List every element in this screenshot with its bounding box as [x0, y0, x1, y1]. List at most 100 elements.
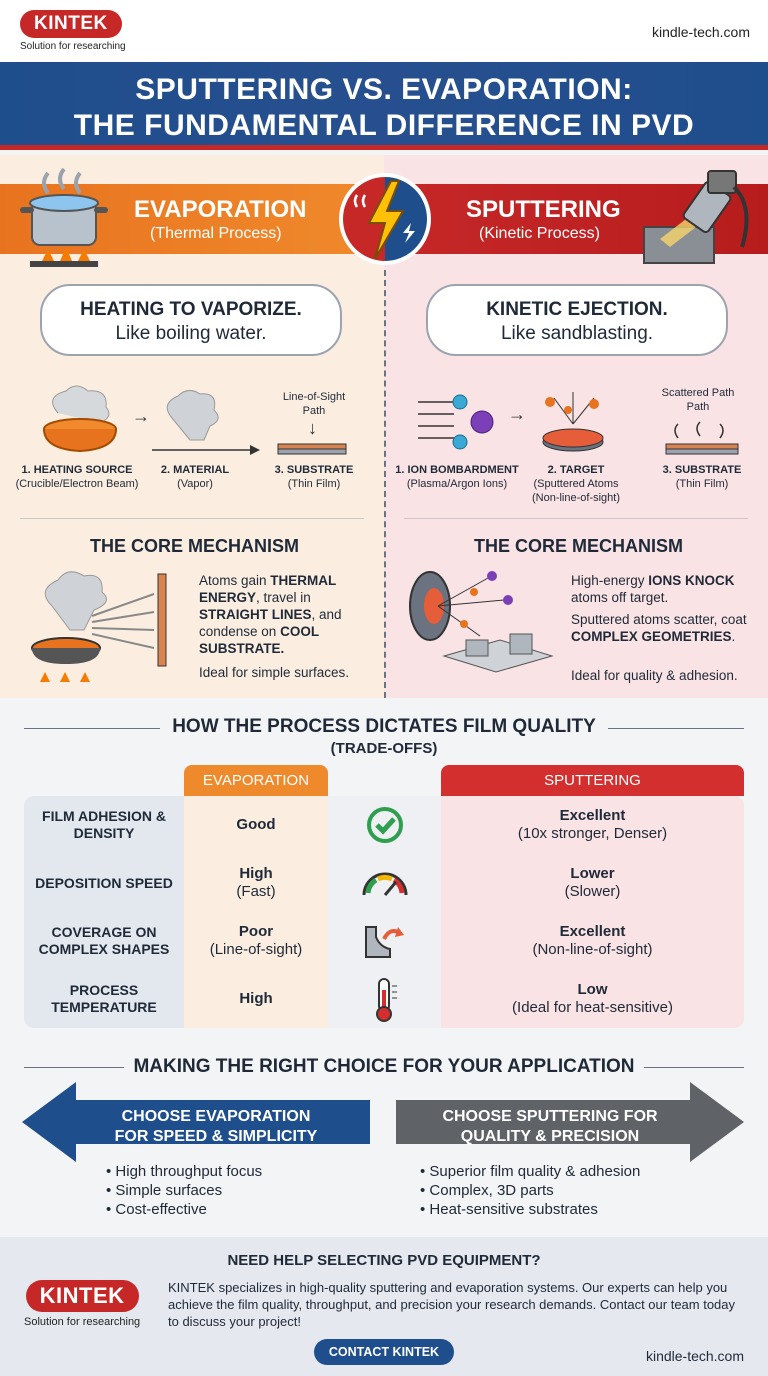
sput-step-3: 3. SUBSTRATE (Thin Film) — [654, 463, 750, 491]
sput-cell: Lower(Slower) — [441, 854, 744, 912]
sput-step-2-desc: (Sputtered Atoms (Non-line-of-sight) — [531, 478, 621, 504]
scattered-substrate-icon — [665, 421, 739, 455]
list-item: Heat-sensitive substrates — [420, 1200, 640, 1219]
choice-rule-right — [644, 1067, 744, 1068]
evaporation-bubble-heading: HEATING TO VAPORIZE. — [80, 299, 302, 320]
sput-section-separator — [404, 518, 748, 519]
evap-mechanism-title: THE CORE MECHANISM — [90, 536, 300, 556]
sandblaster-icon — [643, 170, 749, 264]
table-row: PROCESS TEMPERATURE High Low(Ideal for h… — [24, 970, 744, 1028]
footer-site-link[interactable]: kindle-tech.com — [645, 1348, 744, 1364]
evap-value: Poor — [238, 923, 274, 940]
complex-shape-icon — [328, 912, 441, 970]
sputtering-bubble-text: Like sandblasting. — [500, 323, 654, 344]
sput-step-3-desc: (Thin Film) — [675, 478, 729, 490]
contact-kintek-button[interactable]: CONTACT KINTEK — [314, 1339, 454, 1365]
step-arrow-icon: → — [132, 406, 150, 426]
sput-mechanism-note: Ideal for quality & adhesion. — [571, 668, 738, 683]
sput-step-1: 1. ION BOMBARDMENT (Plasma/Argon Ions) — [390, 463, 524, 491]
quality-rule-right — [608, 728, 744, 729]
title-line-1: SPUTTERING VS. EVAPORATION: — [135, 73, 633, 106]
sput-step-3-title: 3. SUBSTRATE — [662, 464, 742, 476]
footer-description: KINTEK specializes in high-quality sputt… — [168, 1280, 736, 1329]
list-item: High throughput focus — [106, 1162, 262, 1181]
top-bar: KINTEK Solution for researching kindle-t… — [0, 0, 768, 62]
row-label: DEPOSITION SPEED — [24, 854, 184, 912]
logo-text: KINTEK — [20, 10, 122, 38]
evap-step-2-desc: (Vapor) — [177, 478, 213, 490]
sput-mech-part-1: High-energy — [571, 573, 649, 588]
quality-subtitle: (TRADE-OFFS) — [330, 740, 438, 757]
heating-source-icon — [43, 385, 117, 453]
sput-sub: (Non-line-of-sight) — [532, 941, 653, 958]
vs-badge — [339, 173, 431, 265]
evap-choice-line-2: FOR SPEED & SIMPLICITY — [114, 1128, 318, 1145]
page-title: SPUTTERING VS. EVAPORATION: THE FUNDAMEN… — [0, 72, 768, 144]
row-label: PROCESS TEMPERATURE — [24, 970, 184, 1028]
step-arrow-icon-2: → — [508, 404, 526, 424]
sput-sub: (10x stronger, Denser) — [517, 825, 668, 842]
boiling-pot-icon — [20, 167, 108, 267]
panel-divider — [384, 270, 386, 698]
choice-title: MAKING THE RIGHT CHOICE FOR YOUR APPLICA… — [133, 1056, 635, 1077]
footer-logo-tagline: Solution for researching — [24, 1316, 141, 1328]
evap-mech-bold-1: THERMAL ENERGY — [199, 573, 337, 605]
table-row: FILM ADHESION & DENSITY Good Excellent(1… — [24, 796, 744, 854]
evap-value: High — [239, 865, 273, 882]
sputtering-bubble-heading: KINETIC EJECTION. — [486, 299, 668, 320]
sput-mechanism-icon — [409, 571, 554, 673]
thermometer-icon — [328, 970, 441, 1028]
sput-choice-line-2: QUALITY & PRECISION — [460, 1128, 640, 1145]
sput-step-2: 2. TARGET (Sputtered Atoms (Non-line-of-… — [526, 463, 626, 505]
evap-step-1-desc: (Crucible/Electron Beam) — [15, 478, 139, 490]
list-item: Superior film quality & adhesion — [420, 1162, 640, 1181]
choice-rule-left — [24, 1067, 124, 1068]
table-row: COVERAGE ON COMPLEX SHAPES Poor(Line-of-… — [24, 912, 744, 970]
quality-rule-left — [24, 728, 160, 729]
evaporation-benefits: High throughput focus Simple surfaces Co… — [106, 1162, 262, 1219]
site-link[interactable]: kindle-tech.com — [651, 24, 750, 40]
evap-section-separator — [20, 518, 364, 519]
evaporation-title: EVAPORATION — [134, 196, 307, 223]
evap-step-2: 2. MATERIAL (Vapor) — [140, 463, 250, 491]
row-label: FILM ADHESION & DENSITY — [24, 796, 184, 854]
brand-logo[interactable]: KINTEK Solution for researching — [20, 10, 126, 52]
sput-sub: (Ideal for heat-sensitive) — [512, 999, 673, 1016]
vapor-cloud-icon — [166, 390, 219, 441]
target-disc-icon — [542, 392, 604, 452]
lightning-icon — [353, 180, 415, 260]
evap-value: High — [239, 990, 273, 1007]
substrate-plate-icon — [277, 443, 347, 455]
down-arrow-icon: ↓ — [308, 418, 317, 438]
sputtering-choice-title: CHOOSE SPUTTERING FOR QUALITY & PRECISIO… — [420, 1107, 680, 1147]
comparison-table: FILM ADHESION & DENSITY Good Excellent(1… — [24, 796, 744, 1028]
sput-value: Low — [577, 981, 608, 998]
title-line-2: THE FUNDAMENTAL DIFFERENCE IN PVD — [73, 109, 695, 142]
evap-mechanism-text: Atoms gain THERMAL ENERGY, travel in STR… — [199, 572, 377, 657]
evap-step-3: 3. SUBSTRATE (Thin Film) — [266, 463, 362, 491]
evap-mech-part-3: , and condense on — [199, 607, 342, 639]
sput-sub: (Slower) — [564, 883, 621, 900]
sput-mechanism-text-2: Sputtered atoms scatter, coat COMPLEX GE… — [571, 611, 755, 645]
list-item: Simple surfaces — [106, 1181, 262, 1200]
sputtering-column-header: SPUTTERING — [441, 765, 744, 796]
evap-choice-line-1: CHOOSE EVAPORATION — [121, 1108, 311, 1125]
scattered-path-label: Scattered Path Path — [661, 387, 735, 413]
row-label: COVERAGE ON COMPLEX SHAPES — [24, 912, 184, 970]
quality-title: HOW THE PROCESS DICTATES FILM QUALITY — [172, 716, 596, 737]
sput-mechanism-text-1: High-energy IONS KNOCK atoms off target. — [571, 572, 755, 606]
sput-choice-line-1: CHOOSE SPUTTERING FOR — [442, 1108, 658, 1125]
sput-value: Lower — [570, 865, 615, 882]
sput-cell: Excellent(Non-line-of-sight) — [441, 912, 744, 970]
title-banner: SPUTTERING VS. EVAPORATION: THE FUNDAMEN… — [0, 62, 768, 150]
evap-cell: Good — [184, 796, 328, 854]
evaporation-choice-arrow — [22, 1082, 370, 1162]
table-row: DEPOSITION SPEED High(Fast) Lower(Slower… — [24, 854, 744, 912]
footer-logo[interactable]: KINTEK Solution for researching — [24, 1280, 140, 1328]
sput-step-1-desc: (Plasma/Argon Ions) — [406, 478, 508, 490]
evap-mech-part-2: , travel in — [256, 590, 311, 605]
sput-step-2-title: 2. TARGET — [547, 464, 605, 476]
ion-bombardment-icon — [418, 394, 494, 450]
evap-step-1-title: 1. HEATING SOURCE — [21, 464, 133, 476]
evap-sub: (Line-of-sight) — [209, 941, 303, 958]
